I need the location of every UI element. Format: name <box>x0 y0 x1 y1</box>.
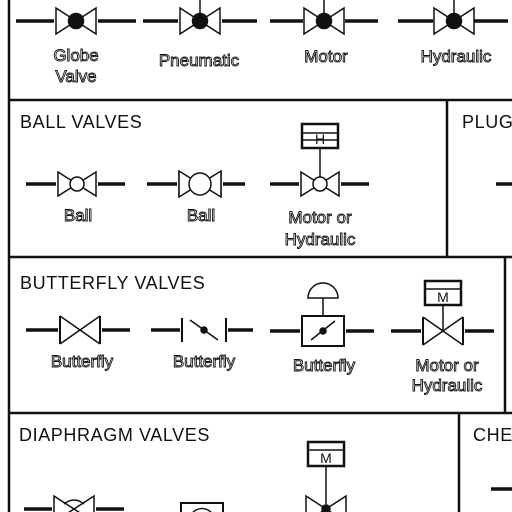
diaphragm-curve <box>192 507 212 512</box>
globe-disc <box>67 12 85 30</box>
pneumatic-label: Pneumatic <box>159 51 240 70</box>
valve-body-right <box>75 170 97 198</box>
ball-label-2: Ball <box>187 206 215 225</box>
valve-body-right <box>318 170 340 198</box>
butterfly-valve-symbol <box>26 315 130 345</box>
check-valves-header: CHE <box>473 425 512 445</box>
diaphragm-valves-section: DIAPHRAGM VALVES M <box>19 425 347 512</box>
diaphragm-valves-header: DIAPHRAGM VALVES <box>19 425 210 445</box>
butterfly-label-2: Butterfly <box>173 352 236 371</box>
actuator-box <box>423 279 463 307</box>
motor-or-hydraulic-label-line1: Motor or <box>288 208 352 227</box>
diaphragm-valve-box-symbol <box>180 502 224 512</box>
valve-body-left <box>305 494 328 512</box>
plug-valves-section: PLUG <box>462 112 512 186</box>
motor-or-hydraulic-label-line2: Hydraulic <box>412 376 483 395</box>
actuator-box <box>300 122 340 150</box>
valve-body-left <box>300 170 322 198</box>
valve-body-right <box>198 6 221 36</box>
valve-body-left <box>55 6 78 36</box>
butterfly-valves-header: BUTTERFLY VALVES <box>20 273 205 293</box>
diaphragm-dome <box>307 282 339 299</box>
ball-label-1: Ball <box>64 206 92 225</box>
section-borders <box>7 0 512 512</box>
actuator-letter-h: H <box>315 131 325 147</box>
plug-valves-header: PLUG <box>462 112 512 132</box>
valve-disc <box>321 504 331 512</box>
butterfly-valve-dome-symbol <box>270 282 374 347</box>
motor-valve-symbol <box>270 0 378 36</box>
valve-body-left <box>179 6 202 36</box>
motor-or-hydraulic-label-line2: Hydraulic <box>285 230 356 249</box>
valve-body-left <box>303 6 326 36</box>
actuator-letter-m: M <box>437 289 449 305</box>
diaphragm-curve <box>63 499 85 505</box>
valve-body-right <box>74 6 97 36</box>
pneumatic-valve-symbol <box>143 0 257 36</box>
valve-body-box <box>180 502 224 512</box>
globe-disc <box>191 12 209 30</box>
check-valves-section: CHE <box>473 425 512 491</box>
butterfly-valve-alt-symbol <box>151 318 253 342</box>
ball-valves-section: BALL VALVES Ball Ball <box>20 112 369 249</box>
disc-pivot <box>200 326 208 334</box>
top-row-section: Globe Valve Pneumatic Motor <box>16 0 508 86</box>
butterfly-valves-section: BUTTERFLY VALVES Butterfly Butterfly <box>20 273 494 395</box>
ball <box>312 176 328 192</box>
actuated-butterfly-valve-symbol <box>391 279 494 346</box>
actuated-diaphragm-valve-symbol <box>305 440 347 512</box>
diaphragm-valve-symbol <box>24 494 124 512</box>
butterfly-label-1: Butterfly <box>51 352 114 371</box>
butterfly-label-3: Butterfly <box>293 356 356 375</box>
valve-body-right <box>322 6 345 36</box>
valve-body-right <box>452 6 475 36</box>
valve-body-left <box>433 6 456 36</box>
valve-cross <box>59 315 101 345</box>
motor-or-hydraulic-label-line1: Motor or <box>415 356 479 375</box>
globe-valve-label-line2: Valve <box>55 67 96 86</box>
hydraulic-label: Hydraulic <box>421 47 492 66</box>
ball-valves-header: BALL VALVES <box>20 112 142 132</box>
globe-disc <box>315 12 333 30</box>
valve-body-left <box>57 170 79 198</box>
ball <box>69 176 85 192</box>
globe-valve-symbol <box>16 6 136 36</box>
ball-valve-symbol <box>26 170 125 198</box>
disc-pivot <box>319 327 327 335</box>
valve-body-right <box>324 494 347 512</box>
actuator-letter-m: M <box>320 450 332 466</box>
globe-valve-label-line1: Globe <box>53 46 98 65</box>
hydraulic-valve-symbol <box>398 0 508 36</box>
ball <box>188 172 212 196</box>
globe-disc <box>445 12 463 30</box>
motor-label: Motor <box>304 47 348 66</box>
actuated-ball-valve-symbol <box>270 122 369 198</box>
ball-valve-alt-symbol <box>147 169 245 199</box>
